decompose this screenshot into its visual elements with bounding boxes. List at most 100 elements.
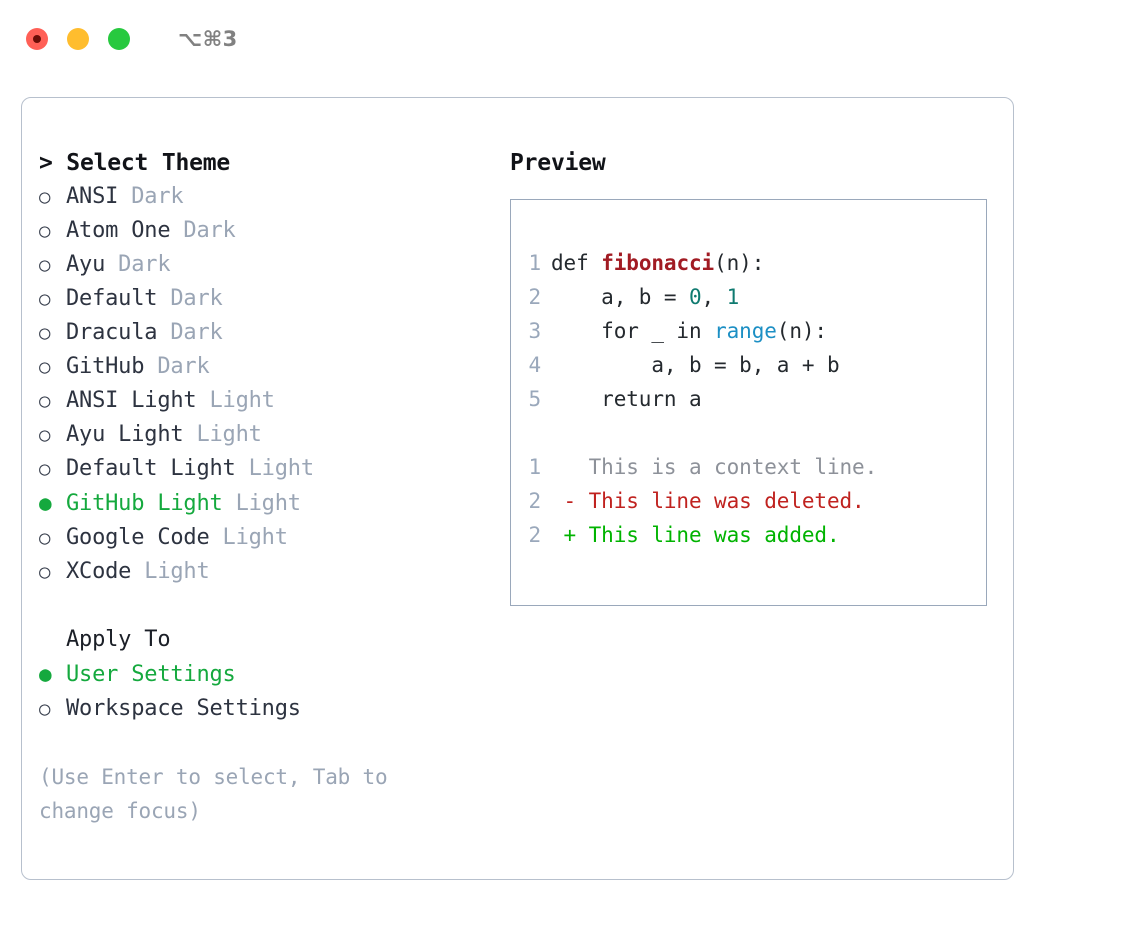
theme-option-variant-badge: Light: [131, 559, 210, 584]
theme-option-variant-badge: Dark: [105, 252, 171, 277]
diff-line: 2 + This line was added.: [511, 518, 986, 552]
zoom-button[interactable]: [108, 28, 130, 50]
apply-to-option-label: Workspace Settings: [66, 696, 301, 721]
theme-list: ○ANSI Dark○Atom One Dark○Ayu Dark○Defaul…: [39, 180, 502, 589]
theme-option-label: Atom One: [66, 218, 171, 243]
theme-option-3[interactable]: ○ Default Dark: [39, 282, 502, 316]
line-number: 2: [528, 489, 541, 513]
code-token: fibonacci: [601, 251, 715, 275]
theme-option-variant-badge: Light: [183, 422, 262, 447]
theme-option-variant-badge: Light: [222, 491, 301, 516]
code-token: This is a context line.: [551, 455, 878, 479]
theme-picker-column: > Select Theme ○ANSI Dark○Atom One Dark○…: [22, 98, 502, 879]
theme-option-variant-badge: Light: [196, 388, 275, 413]
apply-to-list: ●User Settings ○ Workspace Settings: [39, 657, 502, 726]
code-line-content: for _ in range(n):: [551, 314, 827, 348]
diff-line: 2 - This line was deleted.: [511, 484, 986, 518]
theme-option-label: Default Light: [66, 456, 236, 481]
theme-option-2[interactable]: ○ Ayu Dark: [39, 248, 502, 282]
theme-option-label: Dracula: [66, 320, 158, 345]
code-token: range: [714, 319, 777, 343]
radio-empty-icon: ○: [39, 561, 51, 583]
radio-empty-icon: ○: [39, 186, 51, 208]
line-number: 2: [528, 285, 541, 309]
radio-selected-icon: ●: [39, 491, 52, 515]
main-panel: > Select Theme ○ANSI Dark○Atom One Dark○…: [21, 97, 1014, 880]
theme-option-variant-badge: Dark: [157, 286, 223, 311]
radio-empty-icon: ○: [39, 698, 51, 720]
code-token: return a: [551, 387, 702, 411]
theme-option-variant-badge: Dark: [170, 218, 236, 243]
traffic-light-group: [26, 28, 130, 50]
theme-option-10[interactable]: ○ Google Code Light: [39, 521, 502, 555]
code-token: a, b =: [551, 285, 689, 309]
section-spacer: [39, 589, 502, 623]
theme-option-variant-badge: Light: [235, 456, 314, 481]
theme-option-label: ANSI: [66, 184, 119, 209]
code-line: 2 a, b = 0, 1: [511, 280, 986, 314]
preview-diff-block: 1 This is a context line.2 - This line w…: [511, 450, 986, 552]
radio-empty-icon: ○: [39, 356, 51, 378]
close-button[interactable]: [26, 28, 48, 50]
code-token: (n):: [714, 251, 765, 275]
theme-option-label: ANSI Light: [66, 388, 197, 413]
code-line: 5 return a: [511, 382, 986, 416]
apply-to-option-label: User Settings: [66, 662, 236, 687]
theme-option-0[interactable]: ○ANSI Dark: [39, 180, 502, 214]
code-line: 4 a, b = b, a + b: [511, 348, 986, 382]
apply-to-heading: Apply To: [66, 627, 171, 652]
diff-line-content: This is a context line.: [551, 450, 878, 484]
code-line: 3 for _ in range(n):: [511, 314, 986, 348]
code-token: for _ in: [551, 319, 715, 343]
theme-option-11[interactable]: ○ XCode Light: [39, 555, 502, 589]
code-token: - This line was deleted.: [551, 489, 865, 513]
radio-empty-icon: ○: [39, 288, 51, 310]
diff-line: 1 This is a context line.: [511, 450, 986, 484]
code-token: + This line was added.: [551, 523, 840, 547]
radio-empty-icon: ○: [39, 220, 51, 242]
code-line-content: def fibonacci(n):: [551, 246, 764, 280]
theme-option-5[interactable]: ○GitHub Dark: [39, 350, 502, 384]
code-token: ,: [701, 285, 727, 309]
code-token: a, b = b, a + b: [551, 353, 840, 377]
theme-option-label: Ayu: [66, 252, 106, 277]
line-number: 2: [528, 523, 541, 547]
code-token: 0: [688, 285, 702, 309]
theme-option-1[interactable]: ○ Atom One Dark: [39, 214, 502, 248]
theme-option-variant-badge: Dark: [157, 320, 223, 345]
radio-empty-icon: ○: [39, 322, 51, 344]
apply-to-option-0[interactable]: ●User Settings: [39, 657, 502, 692]
line-number: 1: [528, 455, 541, 479]
select-theme-heading: > Select Theme: [39, 150, 231, 176]
theme-option-label: Default: [66, 286, 158, 311]
radio-empty-icon: ○: [39, 527, 51, 549]
line-number: 3: [528, 319, 541, 343]
line-number: 5: [528, 387, 541, 411]
theme-option-label: GitHub: [66, 354, 145, 379]
line-number: 4: [528, 353, 541, 377]
preview-gap: [511, 416, 986, 450]
diff-line-content: - This line was deleted.: [551, 484, 865, 518]
radio-empty-icon: ○: [39, 254, 51, 276]
keyboard-hint-text: (Use Enter to select, Tab to change focu…: [39, 765, 388, 823]
apply-to-option-1[interactable]: ○ Workspace Settings: [39, 692, 502, 726]
theme-option-7[interactable]: ○Ayu Light Light: [39, 418, 502, 452]
radio-empty-icon: ○: [39, 390, 51, 412]
theme-option-variant-badge: Light: [209, 525, 288, 550]
minimize-button[interactable]: [67, 28, 89, 50]
theme-option-label: Google Code: [66, 525, 210, 550]
code-token: def: [551, 251, 602, 275]
theme-option-6[interactable]: ○ ANSI Light Light: [39, 384, 502, 418]
theme-option-8[interactable]: ○Default Light Light: [39, 452, 502, 486]
theme-option-label: XCode: [66, 559, 132, 584]
theme-option-9[interactable]: ●GitHub Light Light: [39, 486, 502, 521]
theme-option-4[interactable]: ○ Dracula Dark: [39, 316, 502, 350]
title-bar: ⌥⌘3: [0, 0, 1140, 78]
code-line-content: a, b = b, a + b: [551, 348, 840, 382]
radio-empty-icon: ○: [39, 424, 51, 446]
